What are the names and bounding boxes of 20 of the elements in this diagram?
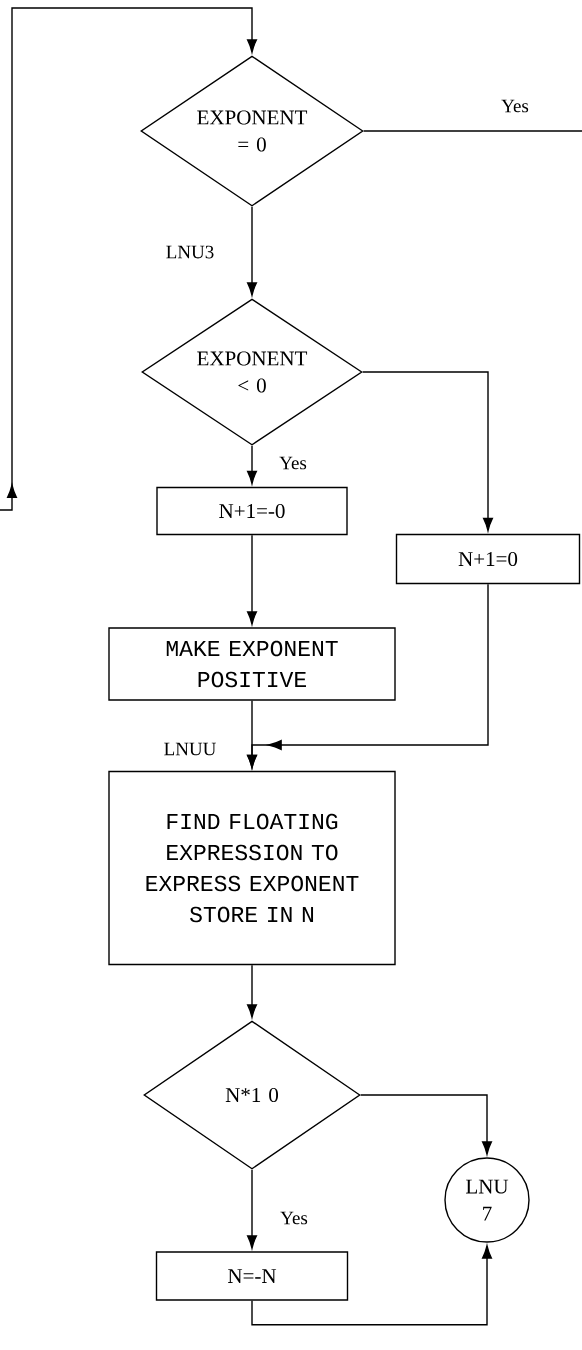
arrow [0, 7, 258, 511]
arrow [246, 583, 489, 769]
arrow [246, 1169, 258, 1249]
arrow [251, 1245, 493, 1326]
arrow [362, 371, 494, 532]
edge-label: Yes [500, 98, 530, 114]
arrow [246, 534, 258, 625]
arrow [246, 964, 258, 1018]
edge-label: LNUU [162, 741, 218, 757]
edge-label: Yes [279, 1210, 309, 1226]
arrow [246, 445, 258, 485]
process-box: MAKE EXPONENT POSITIVE [108, 627, 396, 701]
arrow [360, 1094, 493, 1155]
process-box: N+1=-0 [156, 486, 348, 536]
process-box: N+1=0 [395, 533, 581, 585]
arrow [246, 206, 258, 296]
edge-label: LNU3 [164, 244, 216, 260]
process-box: FIND FLOATING EXPRESSION TO EXPRESS EXPONENT STORE IN N [108, 770, 396, 966]
edge-label: Yes [278, 455, 308, 471]
process-box: N=-N [155, 1251, 349, 1301]
